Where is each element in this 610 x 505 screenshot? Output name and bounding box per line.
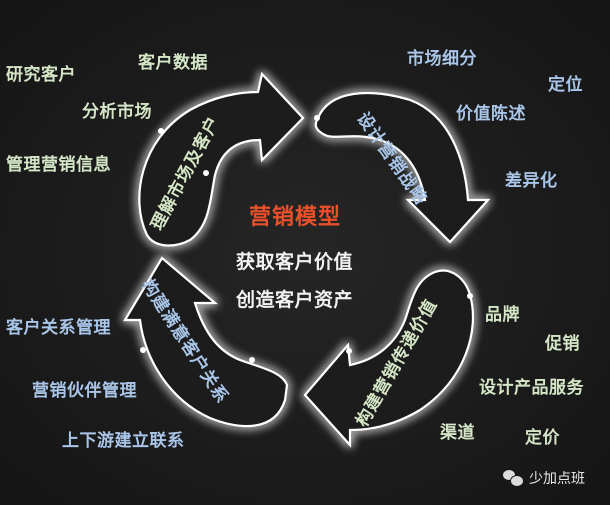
center-line-2: 创造客户资产 <box>236 289 354 311</box>
label-research-customers: 研究客户 <box>6 65 76 85</box>
watermark: 少加点班 <box>503 468 585 488</box>
label-analyze-market: 分析市场 <box>82 102 152 122</box>
label-channels: 渠道 <box>440 423 475 443</box>
label-partner-management: 营销伙伴管理 <box>32 381 137 401</box>
label-value-proposition: 价值陈述 <box>456 104 526 124</box>
label-design-products-services: 设计产品服务 <box>479 378 584 398</box>
label-pricing: 定价 <box>525 428 560 448</box>
label-supply-chain-links: 上下游建立联系 <box>62 431 185 451</box>
arrow-deliver-value <box>303 269 474 448</box>
label-positioning: 定位 <box>548 75 583 95</box>
label-customer-data: 客户数据 <box>138 53 208 73</box>
label-differentiation: 差异化 <box>505 171 558 191</box>
center-line-1: 获取客户价值 <box>236 251 354 273</box>
arrow-understand-market <box>138 71 305 247</box>
label-manage-marketing-info: 管理营销信息 <box>6 155 111 175</box>
label-promotion: 促销 <box>545 334 580 354</box>
watermark-text: 少加点班 <box>529 471 585 487</box>
label-crm: 客户关系管理 <box>6 318 111 338</box>
label-market-segmentation: 市场细分 <box>407 49 477 69</box>
wechat-icon <box>503 470 524 487</box>
label-brand: 品牌 <box>485 305 520 325</box>
arrow-design-strategy <box>314 91 491 244</box>
arrow-customer-relations <box>123 256 289 428</box>
diagram-title: 营销模型 <box>249 205 342 230</box>
